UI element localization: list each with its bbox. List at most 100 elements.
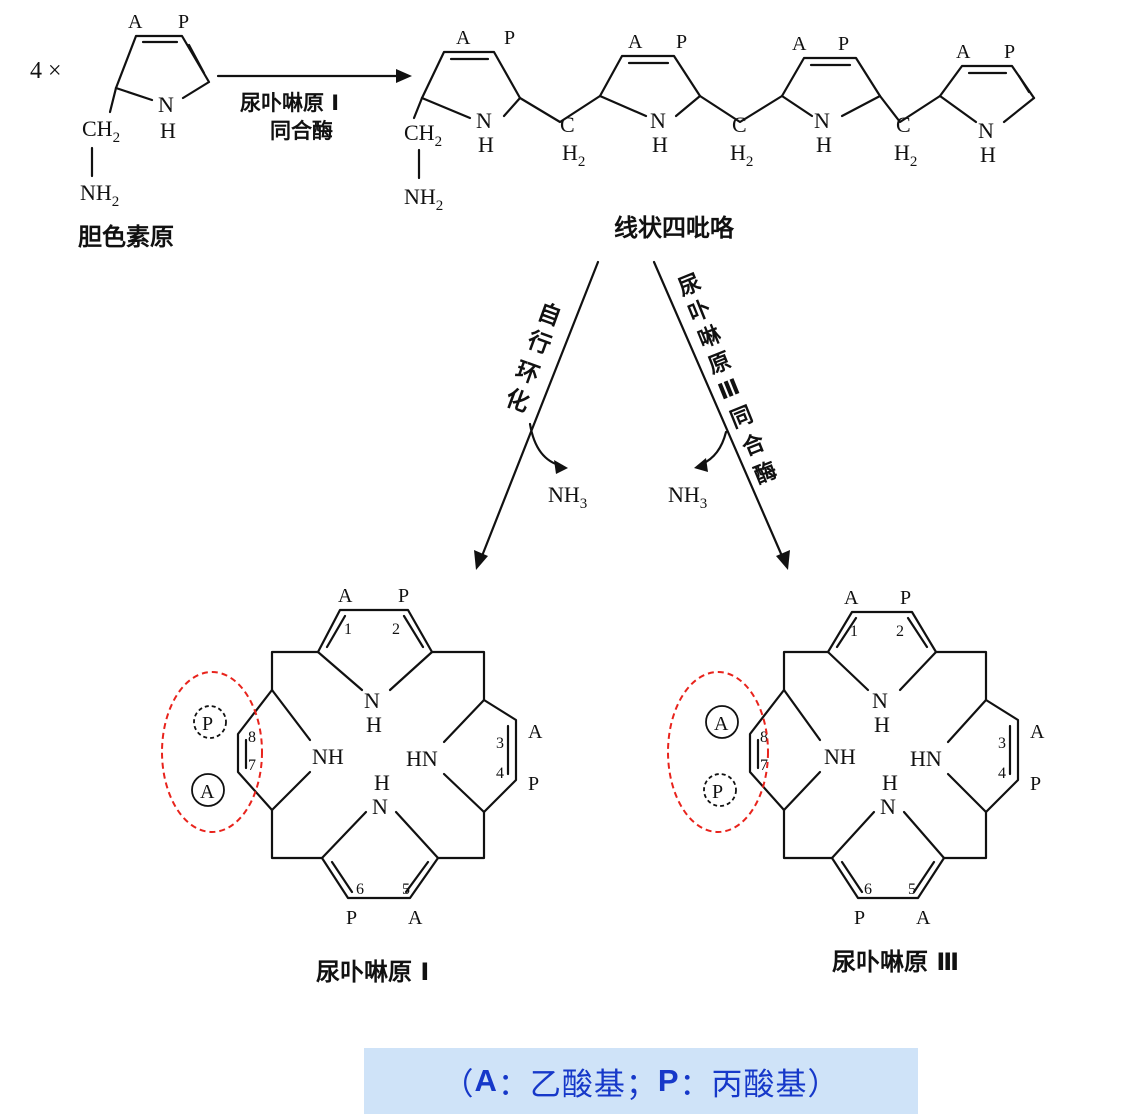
macro3-name: 尿卟啉原 Ⅲ	[832, 948, 959, 976]
macro1-bottom-n2	[394, 810, 440, 860]
chain-bridge3	[878, 94, 942, 124]
chain-ring4-h-label: H	[980, 142, 996, 167]
monomer-ring-n: N	[158, 92, 174, 117]
macro1-num-1: 1	[344, 621, 352, 638]
macro1-top-n1	[316, 650, 364, 692]
macro1-circled-bottom-label: A	[200, 781, 215, 803]
monomer-ch2-label: CH2	[82, 116, 120, 146]
macro3-bottom-a: A	[916, 907, 931, 929]
monomer-name: 胆色素原	[78, 223, 174, 251]
chain-ring1-n-label: N	[476, 108, 492, 133]
linear-tetrapyrrole: A P N H CH2 NH2 C H2 A P N H C H2 A P N …	[404, 27, 1036, 242]
macro3-top-a: A	[844, 587, 859, 609]
macro3-num-3: 3	[998, 735, 1006, 752]
macro3-top-ring	[826, 610, 938, 654]
left-nh3-label: NH3	[548, 482, 587, 512]
macro1-bottom-n-label: N	[372, 794, 388, 819]
macro1-right-n1	[442, 698, 486, 744]
branch-arrows: NH3 NH3 自 行 环 化 尿 卟 啉 原 Ⅲ 同 合 酶	[474, 260, 790, 570]
chain-nh2-label: NH2	[404, 184, 443, 214]
macro3-circled-bottom	[703, 773, 737, 807]
enzyme-label-line2: 同合酶	[270, 119, 333, 143]
macro3-num-4: 4	[998, 765, 1006, 782]
macro1-left-n2	[270, 770, 312, 812]
chain-bridge2-h2: H2	[730, 140, 753, 170]
macro3-bottom-ring	[830, 856, 946, 900]
right-branch-label: 尿 卟 啉 原 Ⅲ 同 合 酶	[675, 270, 781, 489]
svg-text:啉: 啉	[695, 322, 725, 353]
macro3-bottom-n1	[830, 810, 876, 860]
monomer-ch2-bond	[108, 86, 118, 114]
macro1-top-double-2	[402, 614, 425, 649]
svg-text:原: 原	[705, 348, 735, 379]
macro1-circled-bottom	[191, 773, 225, 807]
enzyme-arrow: 尿卟啉原 Ⅰ 同合酶	[216, 69, 412, 143]
chain-ring4-double-2	[1017, 74, 1031, 94]
macro1-num-4: 4	[496, 765, 504, 782]
svg-text:同: 同	[727, 402, 757, 433]
monomer-group-p: P	[178, 11, 189, 33]
macro3-circled-top-label: A	[714, 713, 729, 735]
macro3-left-ring	[748, 688, 786, 812]
chain-ring1-a: A	[456, 27, 471, 49]
svg-text:酶: 酶	[751, 458, 781, 489]
svg-text:环: 环	[512, 357, 543, 389]
macro3-bottom-p: P	[854, 907, 865, 929]
macro3-top-n2	[898, 650, 938, 692]
chain-bridge3-h2: H2	[894, 140, 917, 170]
legend-colon-1: ：	[497, 1066, 530, 1103]
svg-text:Ⅲ: Ⅲ	[715, 375, 744, 406]
left-branch-arrow	[480, 260, 600, 558]
macro1-top-n2	[388, 650, 434, 692]
chain-ring3-a: A	[792, 33, 807, 55]
chain-ring2-h-label: H	[652, 132, 668, 157]
legend-colon-2: ：	[679, 1066, 712, 1103]
right-branch-arrowhead	[776, 550, 790, 570]
macro1-right-ring	[482, 698, 518, 814]
enzyme-label-line1: 尿卟啉原 Ⅰ	[240, 91, 339, 115]
macro1-bottom-double	[330, 860, 354, 894]
macro3-right-hn-label: HN	[910, 746, 942, 771]
macro1-top-h-label: H	[366, 712, 382, 737]
macro1-bottom-h-label: H	[374, 770, 390, 795]
monomer-ring-h: H	[160, 118, 176, 143]
macro1-top-double	[325, 614, 347, 649]
chain-ch2-label: CH2	[404, 120, 442, 150]
macro1-left-nh-label: NH	[312, 744, 344, 769]
chain-ring3-n-label: N	[814, 108, 830, 133]
monomer-nh2-label: NH2	[80, 180, 119, 210]
chain-ring2-p: P	[676, 31, 687, 53]
macro3-num-8: 8	[760, 729, 768, 746]
left-branch-label: 自 行 环 化	[502, 298, 565, 417]
macro3-top-p: P	[900, 587, 911, 609]
chain-ring2	[598, 54, 702, 98]
macro1-bottom-p: P	[346, 907, 357, 929]
monomer-ring-n-bond	[114, 86, 154, 102]
left-branch-arrowhead	[474, 550, 488, 570]
chain-bridge1-c: C	[560, 112, 575, 137]
chain-ring2-a: A	[628, 31, 643, 53]
macro1-left-n1	[270, 688, 312, 742]
macro3-bottom-h-label: H	[882, 770, 898, 795]
macro3-bottom-double-2	[912, 860, 936, 894]
chain-ring3-p: P	[838, 33, 849, 55]
macro1-bridge-bl	[270, 808, 324, 860]
macro3-num-5: 5	[908, 881, 916, 898]
legend-close: ）	[807, 1066, 840, 1103]
chain-ring1	[420, 50, 522, 100]
svg-text:行: 行	[523, 326, 555, 360]
macro1-circled-top	[193, 705, 227, 739]
macro1-bottom-ring	[320, 856, 440, 900]
chain-ring4-p: P	[1004, 41, 1015, 63]
macro1-right-hn-label: HN	[406, 746, 438, 771]
macro1-top-p: P	[398, 585, 409, 607]
chain-ring3-h-label: H	[816, 132, 832, 157]
chain-ring4-n-label: N	[978, 118, 994, 143]
macro3-right-a: A	[1030, 721, 1045, 743]
macro1-bridge-tr	[430, 650, 486, 702]
macro3-right-ring	[984, 698, 1020, 814]
macro1-right-a: A	[528, 721, 543, 743]
svg-text:合: 合	[739, 429, 770, 462]
macro3-circled-top	[705, 705, 739, 739]
